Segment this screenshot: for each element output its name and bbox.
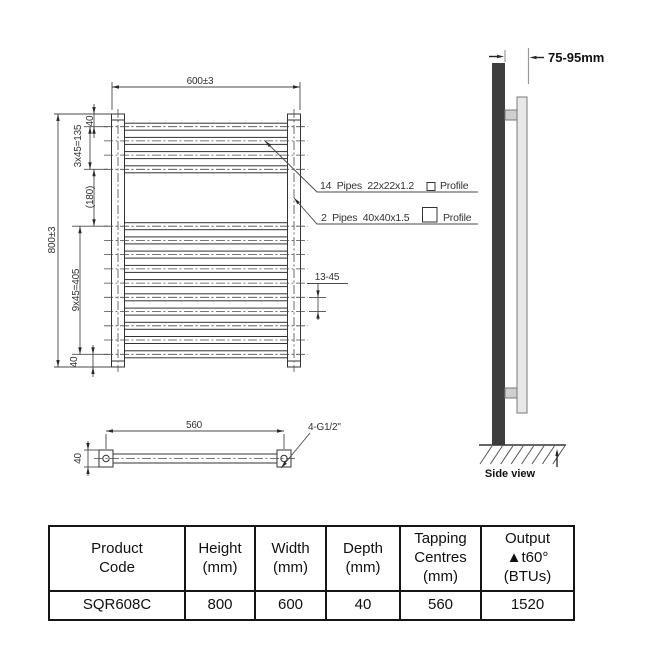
- dim-mid-gap-label: (180): [85, 186, 96, 208]
- dim-height-label: 800±3: [47, 226, 58, 253]
- side-view-label: Side view: [485, 468, 536, 480]
- dim-main-pitch-label: 9x45=405: [71, 268, 82, 311]
- value-width: 600: [254, 590, 327, 621]
- bottom-view-drawing: 560 40 4-G1/2": [73, 420, 342, 476]
- dim-pipe-spacing-label: 13-45: [315, 272, 340, 283]
- top-bracket: [504, 109, 518, 121]
- value-output: 1520: [480, 590, 575, 621]
- annotation-tubes-label: 2 Pipes 40x40x1.5: [321, 212, 410, 224]
- dim-width-label: 600±3: [187, 76, 214, 87]
- dim-tapping-centres-label: 560: [186, 420, 203, 431]
- annotation-pipes: 14 Pipes 22x22x1.2 Profile: [264, 140, 478, 193]
- dim-pipe-spacing: 13-45: [307, 272, 348, 320]
- front-view-drawing: 600±3 800±3 40 3x45=135 (180) 9x45=: [47, 76, 478, 377]
- spec-table: Product Code Height (mm) Width (mm) Dept…: [48, 525, 575, 621]
- annotation-pipes-label: 14 Pipes 22x22x1.2: [320, 180, 414, 192]
- header-tapping-centres: Tapping Centres (mm): [399, 525, 482, 592]
- annotation-tubes: 2 Pipes 40x40x1.5 Profile: [293, 197, 478, 225]
- spec-table-value-row: SQR608C 800 600 40 560 1520: [48, 590, 575, 621]
- value-height: 800: [184, 590, 256, 621]
- dim-depth-label: 40: [73, 453, 84, 464]
- fittings-label: 4-G1/2": [308, 422, 341, 433]
- header-width: Width (mm): [254, 525, 327, 592]
- dim-top-pitch-label: 3x45=135: [73, 124, 84, 167]
- arrowheads: [56, 54, 559, 474]
- floor-hatching: [479, 445, 566, 465]
- square-profile-icon-small: [426, 182, 436, 191]
- bottom-bracket: [504, 387, 518, 399]
- annotation-tubes-profile-label: Profile: [443, 212, 472, 224]
- drawing-canvas: 600±3 800±3 40 3x45=135 (180) 9x45=: [47, 48, 604, 480]
- header-output: Output ▲t60° (BTUs): [480, 525, 575, 592]
- dim-left-chains: 800±3 40 3x45=135 (180) 9x45=405 40: [47, 104, 111, 377]
- header-product-code: Product Code: [48, 525, 186, 592]
- pipes: [104, 122, 308, 359]
- header-depth: Depth (mm): [325, 525, 401, 592]
- dim-top-offset-label: 40: [85, 115, 96, 126]
- value-tapping-centres: 560: [399, 590, 482, 621]
- spec-table-header-row: Product Code Height (mm) Width (mm) Dept…: [48, 525, 575, 592]
- radiator-profile-bar: [516, 96, 528, 414]
- value-depth: 40: [325, 590, 401, 621]
- wall-bar: [492, 63, 505, 445]
- side-view-drawing: 75-95mm Side view: [479, 48, 604, 480]
- dim-width: 600±3: [111, 76, 301, 110]
- annotation-pipes-profile-label: Profile: [440, 180, 469, 192]
- dim-bottom-offset-label: 40: [69, 356, 80, 367]
- value-product-code: SQR608C: [48, 590, 186, 621]
- square-profile-icon-large: [422, 207, 438, 223]
- header-height: Height (mm): [184, 525, 256, 592]
- dim-wall-distance-label: 75-95mm: [548, 50, 604, 65]
